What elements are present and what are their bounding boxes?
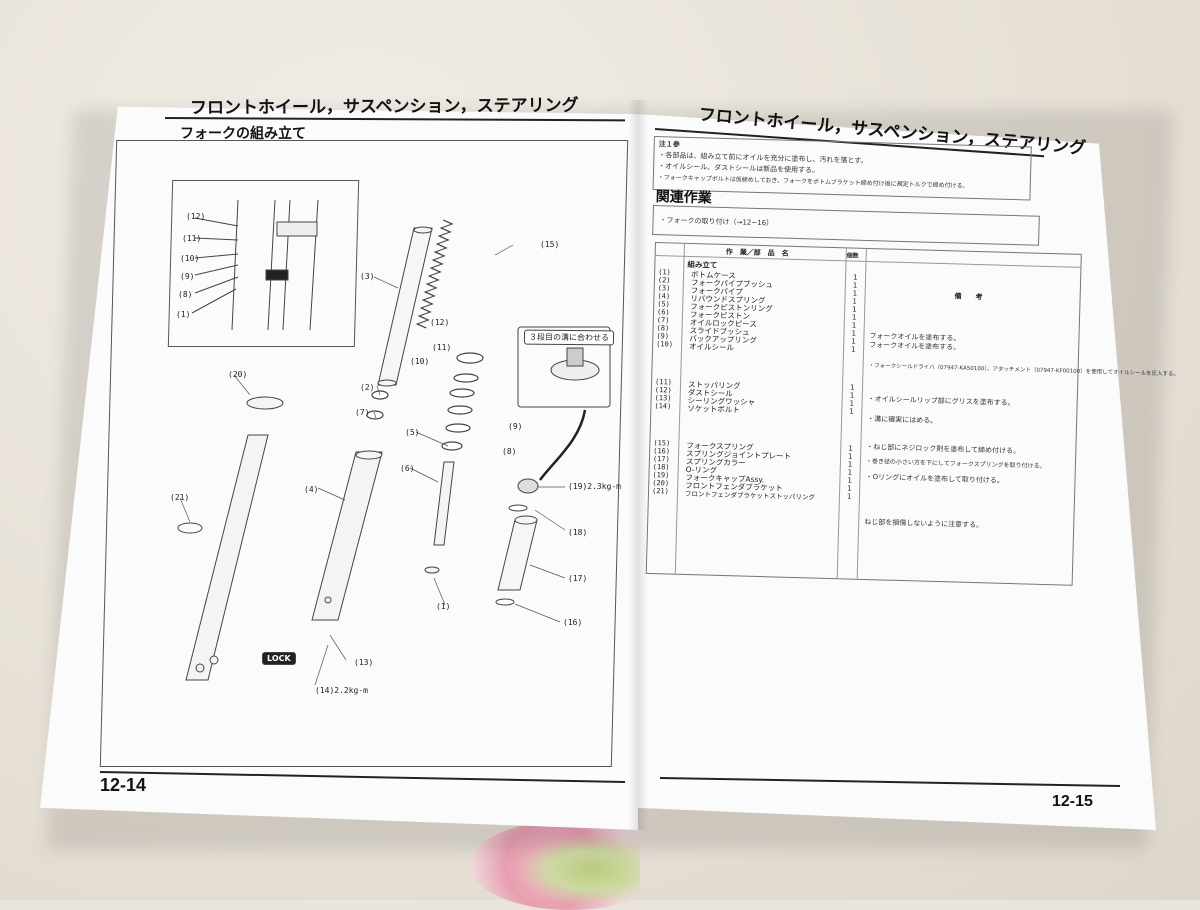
procedure-table: 作 業／部 品 名 個数 備 考 組み立て (1) ボトムケース 1 (2) フ… <box>645 242 1179 586</box>
left-page <box>40 106 638 830</box>
row-qty: 1 <box>851 321 857 330</box>
right-footer-rule <box>659 777 1121 787</box>
part-label: (13) <box>354 658 374 667</box>
right-page-number: 12-15 <box>1052 793 1093 810</box>
row-qty: 1 <box>847 484 852 493</box>
part-label: (10) <box>180 254 200 263</box>
row-number: (10) <box>656 340 674 349</box>
row-qty: 1 <box>852 297 857 306</box>
note-title: 注１参 <box>658 140 680 149</box>
remark-line: ・巻き径の小さい方を下にしてフォークスプリングを取り付ける。 <box>865 457 1046 470</box>
table-divider <box>674 243 685 574</box>
row-qty: 1 <box>847 452 853 461</box>
part-label: (11) <box>432 343 452 352</box>
row-qty: 1 <box>852 281 858 290</box>
spring-collar <box>495 478 539 606</box>
remark-line: ねじ部を損傷しないように注意する。 <box>864 517 984 530</box>
inset-detail <box>191 199 319 331</box>
part-label: (3) <box>360 272 375 281</box>
table-divider <box>836 248 847 579</box>
left-footer-rule <box>99 771 626 783</box>
part-label: (9) <box>508 422 523 431</box>
groove-callout: ３段目の溝に合わせる <box>523 329 615 346</box>
bottom-case <box>311 450 383 621</box>
part-label: (14)2.2kg-m <box>315 686 368 695</box>
left-page-number: 12-14 <box>100 775 147 795</box>
row-qty: 1 <box>851 313 857 322</box>
table-header-name: 作 業／部 品 名 <box>725 247 789 258</box>
remark-line: ・オイルシールリップ部にグリスを塗布する。 <box>867 395 1015 408</box>
fork-pipe <box>377 226 433 387</box>
fork-spring <box>415 219 454 329</box>
part-label: (1) <box>176 310 191 319</box>
part-label: (18) <box>568 528 588 537</box>
part-label: (8) <box>178 290 193 299</box>
row-number: (14) <box>654 402 672 411</box>
part-label: (2) <box>360 383 375 392</box>
part-label: (17) <box>568 574 588 583</box>
table-header-qty: 個数 <box>846 252 859 260</box>
part-label: (9) <box>180 272 195 281</box>
part-label: (1) <box>436 602 451 611</box>
leaf-decoration <box>520 835 640 905</box>
row-qty: 1 <box>849 391 855 400</box>
row-part-name: ソケットボルト <box>687 403 740 415</box>
outer-leg <box>185 396 284 681</box>
lock-badge: LOCK <box>262 652 296 665</box>
remark-line: ・溝に確実にはめる。 <box>867 414 938 425</box>
row-qty: 1 <box>849 383 855 392</box>
part-label: (11) <box>182 234 202 243</box>
fork-piston <box>424 461 455 574</box>
cap-detail <box>517 326 611 481</box>
row-qty: 1 <box>849 399 855 408</box>
part-label: (12) <box>186 212 206 221</box>
right-page <box>638 114 1156 830</box>
row-qty: 1 <box>852 273 858 282</box>
part-label: (6) <box>400 464 415 473</box>
row-qty: 1 <box>850 345 856 354</box>
row-qty: 1 <box>847 468 853 477</box>
part-label: (19)2.3kg-m <box>568 482 621 491</box>
row-qty: 1 <box>847 460 853 469</box>
part-label: (20) <box>228 370 248 379</box>
row-qty: 1 <box>847 476 852 485</box>
book-gutter <box>628 100 648 830</box>
row-qty: 1 <box>852 289 858 298</box>
remark-line: ・ねじ部にネジロック剤を塗布して締め付ける。 <box>866 442 1021 456</box>
part-label: (10) <box>410 357 430 366</box>
ring-21 <box>177 522 203 534</box>
row-part-name: オイルシール <box>688 341 735 353</box>
left-section-title: フォークの組み立て <box>180 126 306 142</box>
row-qty: 1 <box>851 329 857 338</box>
part-label: (5) <box>405 428 420 437</box>
part-label: (15) <box>540 240 560 249</box>
row-part-name: フロントフェンダブラケットストッパリング <box>684 489 816 502</box>
part-label: (21) <box>170 493 190 502</box>
row-qty: 1 <box>848 444 853 453</box>
part-label: (7) <box>355 408 370 417</box>
related-work-line: ・フォークの取り付け（→12−16） <box>659 216 774 228</box>
leader-lines <box>179 244 566 686</box>
table-header-rule <box>655 255 1081 268</box>
part-label: (12) <box>430 318 450 327</box>
remark-line: ・Oリングにオイルを塗布して取り付ける。 <box>865 472 1004 485</box>
row-qty: 1 <box>852 305 857 314</box>
row-qty: 1 <box>851 337 856 346</box>
part-label: (4) <box>304 485 319 494</box>
table-divider <box>856 248 867 579</box>
table-header-remarks: 備 考 <box>954 292 983 302</box>
row-qty: 1 <box>849 407 854 416</box>
remark-line: フォークオイルを塗布する。 <box>869 341 961 352</box>
row-number: (21) <box>651 487 670 496</box>
part-label: (16) <box>563 618 583 627</box>
part-label: (8) <box>502 447 517 456</box>
row-qty: 1 <box>846 492 852 501</box>
